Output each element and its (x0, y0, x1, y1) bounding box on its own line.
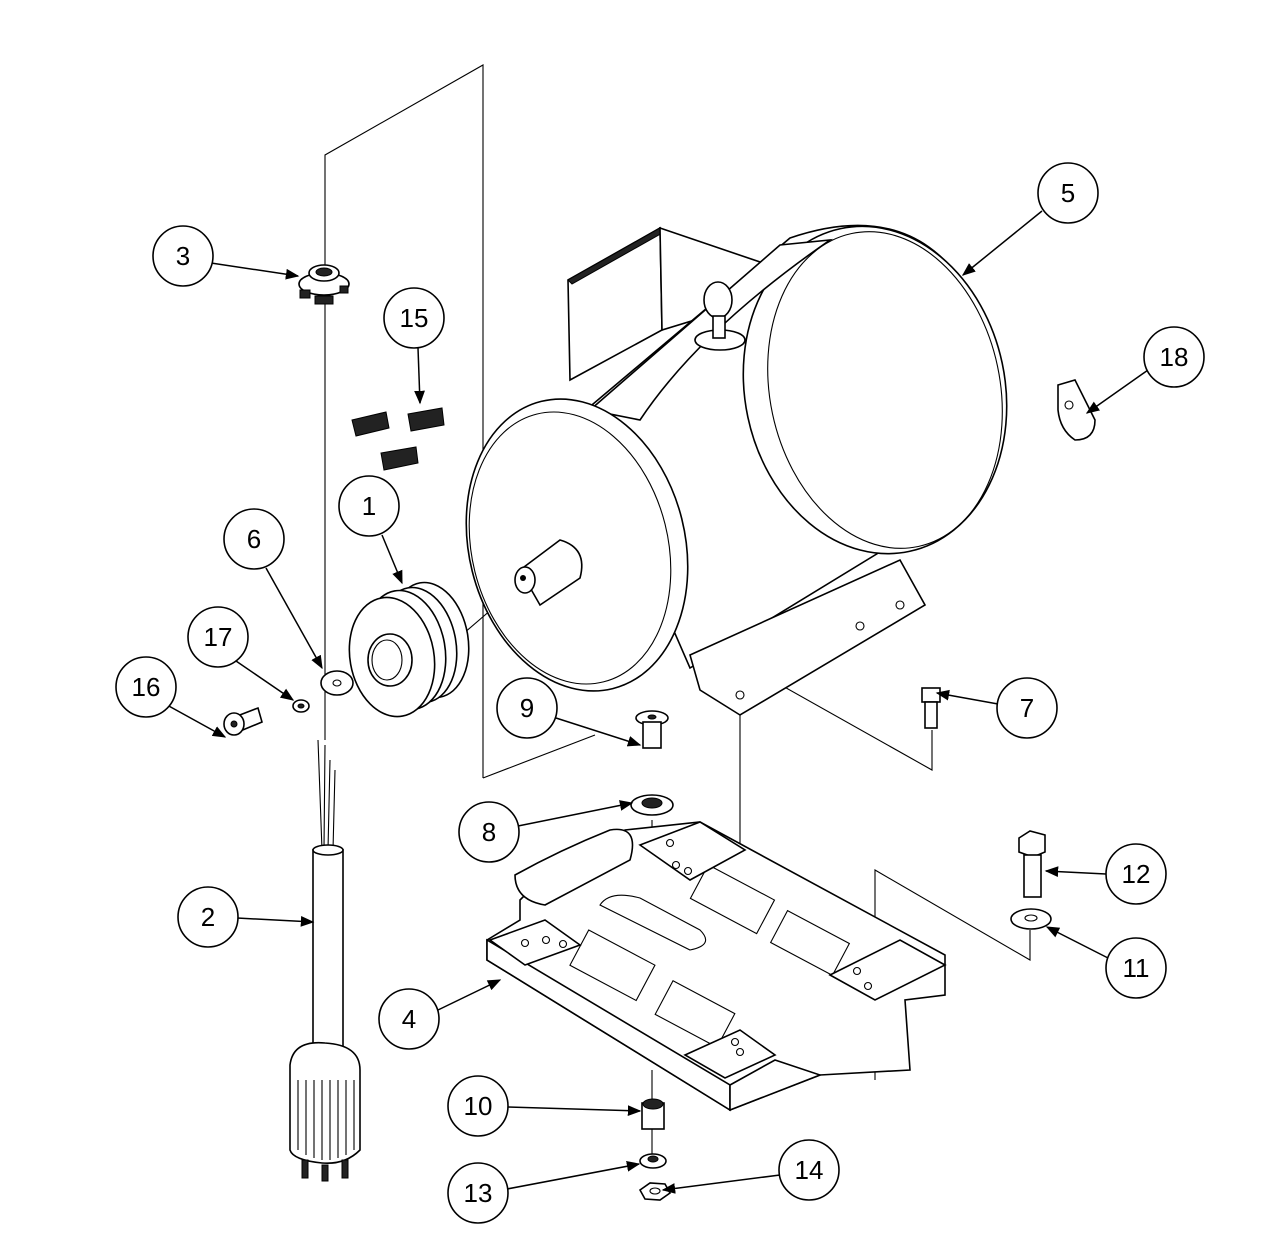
callout-label-18: 18 (1160, 342, 1189, 372)
callout-label-13: 13 (464, 1178, 493, 1208)
callout-10: 10 (447, 1075, 509, 1137)
cap-screw (223, 706, 263, 736)
callout-12: 12 (1105, 843, 1167, 905)
washer-11 (1010, 908, 1052, 930)
callout-label-4: 4 (402, 1004, 416, 1034)
lock-washer (292, 699, 310, 713)
callout-label-17: 17 (204, 622, 233, 652)
hex-bolt (1018, 830, 1046, 898)
callout-5: 5 (1037, 162, 1099, 224)
callout-label-15: 15 (400, 303, 429, 333)
callout-11: 11 (1105, 937, 1167, 999)
callout-16: 16 (115, 656, 177, 718)
callout-4: 4 (378, 988, 440, 1050)
callout-label-6: 6 (247, 524, 261, 554)
callout-label-1: 1 (362, 491, 376, 521)
leader-lines (166, 210, 1149, 1194)
callout-label-5: 5 (1061, 178, 1075, 208)
power-cord (289, 739, 361, 1182)
callout-label-9: 9 (520, 693, 534, 723)
pulley (348, 581, 470, 718)
strain-relief (298, 264, 350, 305)
callout-7: 7 (996, 677, 1058, 739)
callout-label-7: 7 (1020, 693, 1034, 723)
hex-nut (638, 1182, 672, 1201)
callout-14: 14 (778, 1139, 840, 1201)
callout-17: 17 (187, 606, 249, 668)
callout-label-2: 2 (201, 902, 215, 932)
cable-clamp (1057, 379, 1096, 441)
washer-13 (639, 1153, 667, 1169)
callout-label-3: 3 (176, 241, 190, 271)
callout-6: 6 (223, 508, 285, 570)
callout-3: 3 (152, 225, 214, 287)
washer (320, 670, 354, 696)
callout-15: 15 (383, 287, 445, 349)
wire-nuts (351, 407, 445, 471)
motor (465, 224, 1008, 716)
washer-8 (630, 794, 674, 816)
callout-label-12: 12 (1122, 859, 1151, 889)
callout-9: 9 (496, 677, 558, 739)
callout-label-16: 16 (132, 672, 161, 702)
callout-label-14: 14 (795, 1155, 824, 1185)
base-plate (486, 821, 947, 1112)
callout-2: 2 (177, 886, 239, 948)
callout-label-8: 8 (482, 817, 496, 847)
callout-1: 1 (338, 475, 400, 537)
callout-label-10: 10 (464, 1091, 493, 1121)
screw-9 (635, 710, 669, 749)
callout-18: 18 (1143, 326, 1205, 388)
bolt-7 (921, 687, 941, 729)
spacer (641, 1098, 665, 1130)
callout-13: 13 (447, 1162, 509, 1224)
callout-8: 8 (458, 801, 520, 863)
callout-label-11: 11 (1123, 953, 1150, 983)
